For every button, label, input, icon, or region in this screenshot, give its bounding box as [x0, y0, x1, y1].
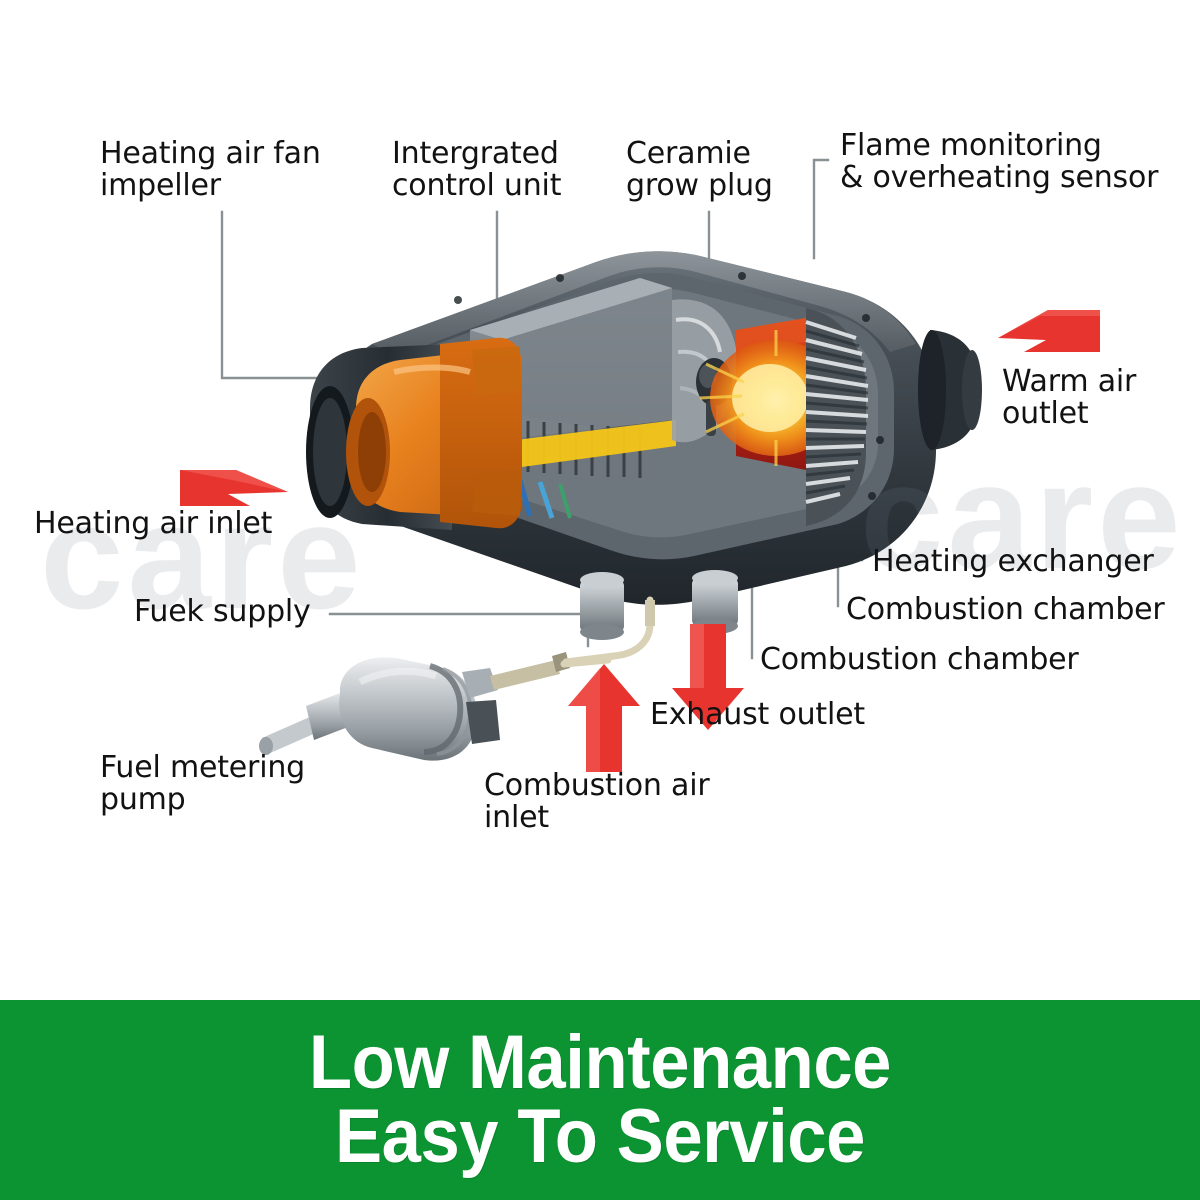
- fuel-metering-pump-part: [259, 652, 570, 761]
- label-ceramic-glow-plug: Ceramie grow plug: [626, 136, 773, 203]
- label-flame-monitoring-sensor: Flame monitoring & overheating sensor: [840, 128, 1159, 195]
- heater-cutaway-diagram: care care: [34, 128, 1181, 835]
- label-combustion-chamber-2: Combustion chamber: [760, 642, 1079, 677]
- diagram-artwork: [180, 158, 1100, 772]
- combustion-air-inlet-arrow-shape: [568, 664, 640, 772]
- exhaust-outlet-arrow-shape: [672, 624, 744, 730]
- label-exhaust-outlet: Exhaust outlet: [650, 697, 865, 732]
- heat-exchanger-part: [805, 308, 869, 526]
- label-combustion-air-inlet: Combustion air inlet: [484, 768, 710, 835]
- warm-air-outlet-part: [918, 330, 982, 450]
- label-fuel-supply: Fuek supply: [134, 594, 311, 629]
- label-integrated-control-unit: Intergrated control unit: [392, 136, 562, 203]
- marketing-banner: Low Maintenance Easy To Service: [0, 1000, 1200, 1200]
- warm-air-outlet-arrow-shape: [998, 310, 1100, 352]
- banner-line-1: Low Maintenance: [308, 1019, 892, 1105]
- label-combustion-chamber-1: Combustion chamber: [846, 592, 1165, 627]
- label-heating-air-fan-impeller: Heating air fan impeller: [100, 136, 321, 203]
- heating-air-inlet-arrow-shape: [180, 470, 288, 506]
- fan-impeller-part: [306, 337, 522, 530]
- label-heating-air-inlet: Heating air inlet: [34, 506, 273, 541]
- label-heating-exchanger: Heating exchanger: [872, 544, 1154, 579]
- label-warm-air-outlet: Warm air outlet: [1002, 364, 1137, 431]
- label-fuel-metering-pump: Fuel metering pump: [100, 750, 305, 817]
- banner-line-2: Easy To Service: [334, 1094, 865, 1179]
